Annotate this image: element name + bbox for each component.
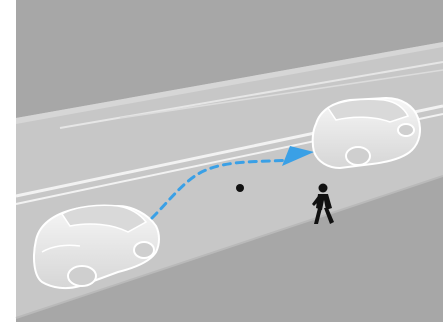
marker-dot [236,184,244,192]
